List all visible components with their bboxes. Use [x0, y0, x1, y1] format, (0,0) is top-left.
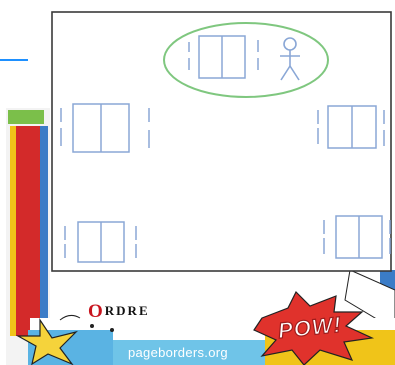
border-heading: ORDRE: [88, 301, 150, 323]
border-heading-initial: O: [88, 301, 105, 322]
footer-site: pageborders.org: [128, 345, 228, 360]
border-heading-rest: RDRE: [105, 303, 150, 318]
